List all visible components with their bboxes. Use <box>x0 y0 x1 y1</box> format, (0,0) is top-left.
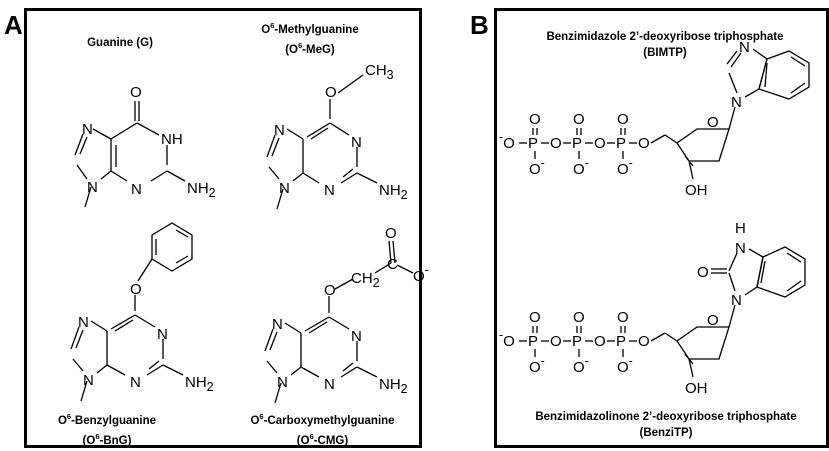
atom-h: H <box>735 220 746 237</box>
atom-p: P <box>572 333 582 350</box>
atom-o-minus: -O <box>499 328 515 350</box>
caption-guanine: Guanine (G) <box>87 37 153 49</box>
atom-o: O <box>529 309 541 326</box>
atom-p: P <box>528 333 538 350</box>
atom-nh: NH <box>161 131 183 148</box>
atom-o: O <box>617 111 629 128</box>
atom-n: N <box>351 328 362 345</box>
atom-ch2: CH2 <box>351 270 380 290</box>
panel-letter-a: A <box>4 10 23 40</box>
atom-o: O <box>707 312 719 329</box>
atom-n: N <box>277 374 288 391</box>
atom-n: N <box>731 292 742 309</box>
atom-o-minus: O- <box>413 263 429 285</box>
atom-o: O <box>707 114 719 131</box>
bimtp-structure: -O P O O- O P O O- O P O O- O <box>499 39 810 199</box>
guanine-structure: O NH N N N NH2 <box>74 84 216 208</box>
atom-o: O <box>573 111 585 128</box>
atom-o-minus: O- <box>617 156 633 178</box>
atom-o: O <box>617 309 629 326</box>
atom-o-minus: O- <box>529 156 545 178</box>
atom-o: O <box>325 84 337 101</box>
panel-b: Benzimidazole 2’-deoxyribose triphosphat… <box>494 8 829 448</box>
triphosphate-group: -O P O O- O P O O- O P O O- O <box>499 309 650 376</box>
atom-o: O <box>130 281 142 298</box>
atom-n: N <box>735 240 746 257</box>
atom-n: N <box>130 374 141 391</box>
atom-o: O <box>638 333 650 350</box>
atom-n: N <box>87 179 98 196</box>
atom-p: P <box>572 135 582 152</box>
atom-p: P <box>616 333 626 350</box>
atom-o-minus: O- <box>573 354 589 376</box>
panel-letter-b: B <box>470 10 489 40</box>
atom-n: N <box>83 372 94 389</box>
atom-o: O <box>550 333 562 350</box>
atom-c: C <box>387 256 398 273</box>
atom-n: N <box>274 122 285 139</box>
atom-n: N <box>324 182 335 199</box>
atom-o: O <box>697 264 709 281</box>
atom-o: O <box>529 111 541 128</box>
caption-benzitp: Benzimidazolinone 2’-deoxyribose triphos… <box>535 411 797 439</box>
panel-a: Guanine (G) O6-Methylguanine (O6-MeG) O6… <box>24 8 429 448</box>
atom-o-minus: -O <box>499 130 515 152</box>
benzitp-structure: -O P O O- O P O O- O P O O- O <box>499 220 806 397</box>
atom-o: O <box>573 309 585 326</box>
atom-nh2: NH2 <box>187 180 216 200</box>
atom-oh: OH <box>685 182 708 199</box>
atom-n: N <box>279 180 290 197</box>
atom-oh: OH <box>685 380 708 397</box>
atom-n: N <box>351 134 362 151</box>
atom-n: N <box>731 94 742 111</box>
atom-p: P <box>528 135 538 152</box>
caption-bimtp: Benzimidazole 2’-deoxyribose triphosphat… <box>546 31 784 59</box>
atom-n: N <box>324 376 335 393</box>
atom-nh2: NH2 <box>379 182 408 202</box>
atom-n: N <box>78 314 89 331</box>
atom-n: N <box>739 39 750 56</box>
atom-o: O <box>638 135 650 152</box>
atom-n: N <box>82 121 93 138</box>
atom-o: O <box>324 282 336 299</box>
o6-cmg-structure: O CH2 C O O- N N N N NH2 <box>264 225 429 404</box>
atom-o-minus: O- <box>529 354 545 376</box>
atom-p: P <box>616 135 626 152</box>
atom-nh2: NH2 <box>185 374 214 394</box>
caption-o6-meg: O6-Methylguanine (O6-MeG) <box>261 21 359 56</box>
atom-nh2: NH2 <box>379 376 408 396</box>
atom-n: N <box>131 181 142 198</box>
atom-o: O <box>385 225 397 242</box>
atom-o: O <box>550 135 562 152</box>
atom-o-minus: O- <box>573 156 589 178</box>
triphosphate-group: -O P O O- O P O O- O P O O- O <box>499 111 650 178</box>
atom-o: O <box>594 333 606 350</box>
atom-o: O <box>130 84 142 101</box>
atom-n: N <box>157 326 168 343</box>
atom-ch3: CH3 <box>365 62 394 82</box>
atom-n: N <box>272 316 283 333</box>
atom-o: O <box>594 135 606 152</box>
o6-meg-structure: O CH3 N N N N NH2 <box>266 62 408 210</box>
o6-bng-structure: O N N N N NH2 <box>70 222 214 402</box>
atom-o-minus: O- <box>617 354 633 376</box>
